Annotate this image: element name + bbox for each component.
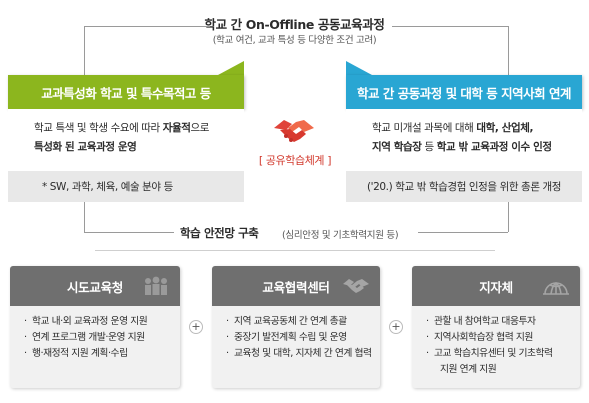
box-title: 지자체: [479, 279, 513, 295]
handshake-icon: [342, 274, 370, 298]
handshake-icon: [272, 112, 316, 152]
connector-line: [84, 232, 174, 233]
list-item: 연계 프로그램 개발·운영 지원: [24, 330, 180, 346]
box-list: 지역 교육공동체 간 연계 총괄 중장기 발전계획 수립 및 운영 교육청 및 …: [212, 306, 380, 362]
list-item-continuation: 지원 연계 지원: [440, 364, 497, 375]
people-icon: [142, 274, 170, 298]
list-item: 교육청 및 대학, 지자체 간 연계 협력: [226, 346, 380, 362]
safety-net-title: 학습 안전망 구축: [180, 226, 259, 240]
globe-icon: [542, 274, 570, 298]
top-title: 학교 간 On-Offline 공동교육과정: [204, 17, 385, 32]
list-item: 지역 교육공동체 간 연계 총괄: [226, 314, 380, 330]
right-panel-body: 학교 미개설 과목에 대해 대학, 산업체, 지역 학습장 등 학교 밖 교육과…: [346, 109, 582, 169]
right-header-tab: [346, 61, 372, 75]
left-panel-body: 학교 특색 및 학생 수요에 따라 자율적으로 특성화 된 교육과정 운영: [8, 109, 244, 169]
connector-line: [418, 232, 508, 233]
left-panel-line1: 학교 특색 및 학생 수요에 따라 자율적으로: [34, 122, 210, 134]
right-panel-footer: ('20.) 학교 밖 학습경험 인정을 위한 총론 개정: [346, 171, 582, 202]
top-subtitle: (학교 여건, 교과 특성 등 다양한 조건 고려): [212, 35, 377, 46]
plus-icon: +: [189, 320, 203, 334]
list-item: 관할 내 참여학교 대응투자: [426, 314, 580, 330]
box-local-government: 지자체 관할 내 참여학교 대응투자 지역사회학습장 협력 지원 고교 학습치유…: [412, 266, 580, 388]
list-item: 중장기 발전계획 수립 및 운영: [226, 330, 380, 346]
box-cooperation-center: 교육협력센터 지역 교육공동체 간 연계 총괄 중장기 발전계획 수립 및 운영…: [212, 266, 380, 388]
list-item: 학교 내·외 교육과정 운영 지원: [24, 314, 180, 330]
left-panel-header: 교과특성화 학교 및 특수목적고 등: [8, 75, 244, 109]
box-list: 관할 내 참여학교 대응투자 지역사회학습장 협력 지원 고교 학습치유센터 및…: [412, 306, 580, 378]
list-item: 고교 학습치유센터 및 기초학력: [426, 346, 580, 362]
plus-icon: +: [389, 320, 403, 334]
box-title: 교육협력센터: [262, 279, 330, 295]
right-panel-header: 학교 간 공동과정 및 대학 등 지역사회 연계: [346, 75, 582, 109]
right-panel-line1: 학교 미개설 과목에 대해 대학, 산업체,: [372, 122, 534, 134]
box-header: 교육협력센터: [212, 266, 380, 306]
connector-line: [508, 202, 509, 232]
box-title: 시도교육청: [66, 279, 123, 295]
box-sido-office: 시도교육청 학교 내·외 교육과정 운영 지원 연계 프로그램 개발·운영 지원…: [10, 266, 180, 388]
connector-line: [84, 26, 85, 76]
left-header-tab: [218, 61, 244, 75]
list-item: 지역사회학습장 협력 지원: [426, 330, 580, 346]
box-list: 학교 내·외 교육과정 운영 지원 연계 프로그램 개발·운영 지원 행·재정적…: [10, 306, 180, 362]
connector-line: [392, 26, 508, 27]
connector-line: [84, 202, 85, 232]
list-item: 행·재정적 지원 계획·수립: [24, 346, 180, 362]
right-panel-line2: 지역 학습장 등 학교 밖 교육과정 이수 인정: [372, 141, 552, 153]
box-header: 시도교육청: [10, 266, 180, 306]
left-panel-line2: 특성화 된 교육과정 운영: [34, 141, 137, 153]
center-label: [ 공유학습체계 ]: [258, 154, 332, 167]
left-panel-footer: * SW, 과학, 체육, 예술 분야 등: [8, 171, 244, 202]
connector-line: [95, 250, 495, 251]
connector-line: [84, 26, 210, 27]
connector-line: [508, 26, 509, 76]
safety-net-subtitle: (심리안정 및 기초학력지원 등): [282, 230, 399, 241]
box-header: 지자체: [412, 266, 580, 306]
